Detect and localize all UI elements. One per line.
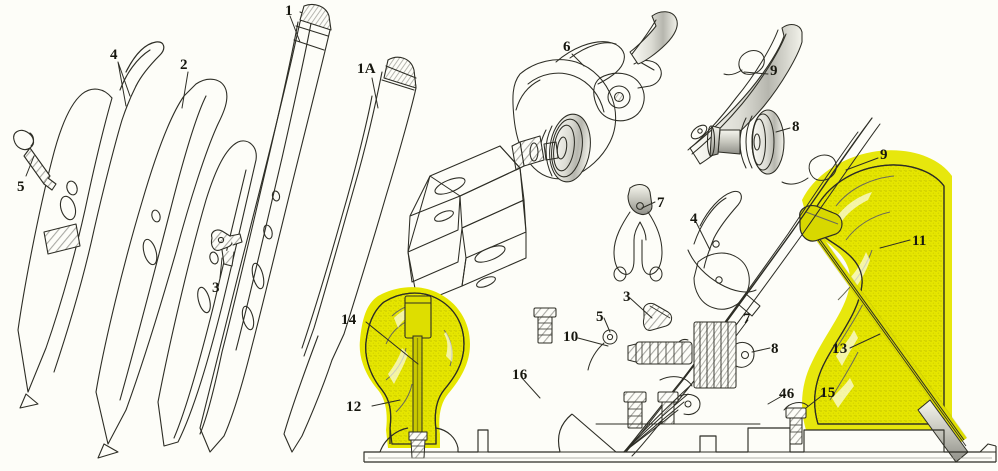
callout-6-frog-assembly: 6 [563, 39, 571, 55]
callout-7-depth-adjust-wheel: 7 [743, 311, 751, 327]
callout-7-y-lever-yoke: 7 [657, 195, 665, 211]
callout-15-tote-bolt: 15 [820, 385, 836, 401]
callout-8-adjusting-nut-lower: 8 [771, 341, 779, 357]
callout-9-lateral-adjust-lever-lower: 9 [880, 147, 888, 163]
callout-8-brass-adjusting-nut: 8 [792, 119, 800, 135]
callout-16-sole-body-casting: 16 [512, 367, 528, 383]
callout-1a-blade-iron-second: 1A [357, 61, 376, 77]
callout-2-chip-breaker: 2 [180, 57, 188, 73]
callout-4-lever-cap-lower: 4 [690, 211, 698, 227]
callout-3-screw-lever-cap: 3 [212, 280, 220, 296]
callout-14-front-knob-upper: 14 [341, 312, 357, 328]
callout-12-front-knob-base: 12 [346, 399, 362, 415]
callout-3-screw-frog: 3 [623, 289, 631, 305]
callout-11-tote-rear-handle: 11 [912, 233, 927, 249]
callout-9-lateral-adjust-lever-upper: 9 [770, 63, 778, 79]
callout-10-cap-screw: 10 [563, 329, 579, 345]
callout-5-screw-small-left: 5 [17, 179, 25, 195]
callout-1-blade-iron-long-upper: 1 [285, 3, 293, 19]
callout-4-lever-cap-hook: 4 [110, 47, 118, 63]
callout-13-tote-rod: 13 [832, 341, 848, 357]
callout-5-screw-small-center: 5 [596, 309, 604, 325]
callout-46-knob-bolt: 46 [779, 386, 795, 402]
